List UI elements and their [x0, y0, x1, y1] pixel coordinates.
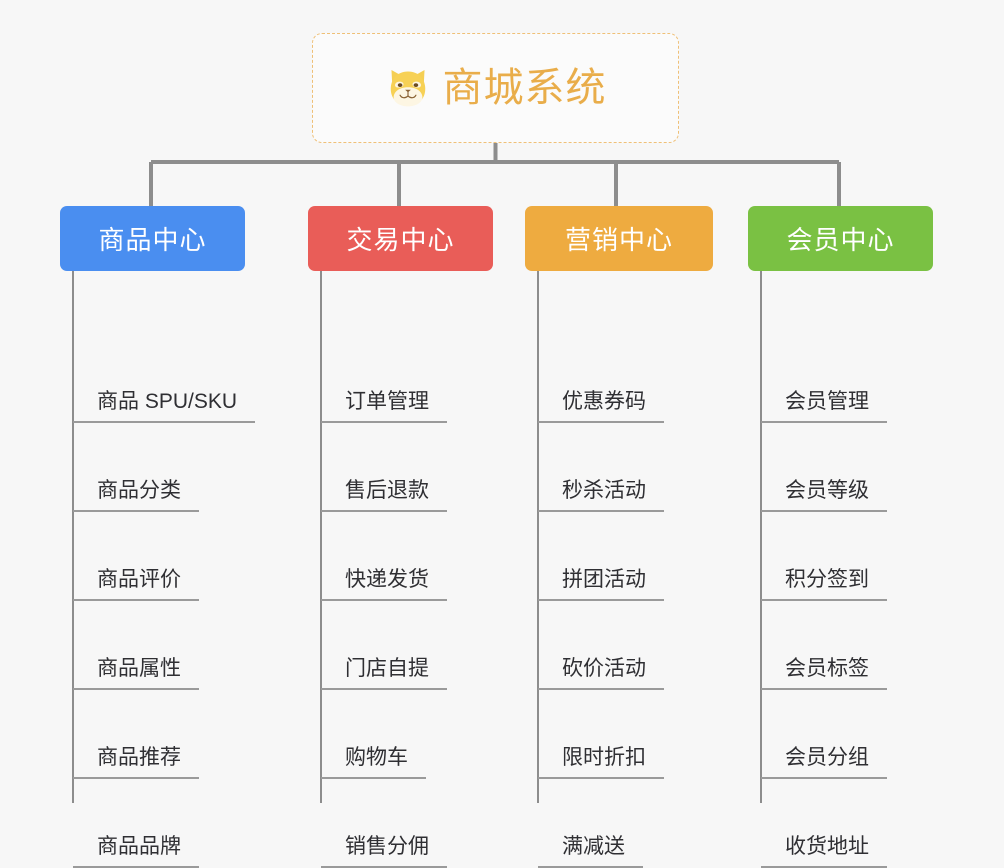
leaf-item-label: 秒杀活动	[538, 478, 664, 512]
category-column-4: 会员中心会员管理会员等级积分签到会员标签会员分组收货地址	[748, 206, 933, 868]
leaf-item-label: 商品评价	[73, 567, 199, 601]
category-node-3[interactable]: 营销中心	[525, 206, 713, 271]
leaf-item[interactable]: 订单管理	[321, 379, 447, 423]
leaf-item-label: 商品分类	[73, 478, 199, 512]
leaf-item[interactable]: 限时折扣	[538, 735, 664, 779]
leaf-item-label: 快递发货	[321, 567, 447, 601]
leaf-item-label: 满减送	[538, 834, 643, 868]
leaf-item-label: 商品 SPU/SKU	[73, 389, 256, 423]
leaf-item[interactable]: 商品推荐	[73, 735, 199, 779]
leaf-item-label: 会员管理	[761, 389, 887, 423]
leaf-item-label: 限时折扣	[538, 745, 664, 779]
leaf-item[interactable]: 拼团活动	[538, 557, 664, 601]
leaf-item[interactable]: 会员分组	[761, 735, 887, 779]
leaf-item-label: 收货地址	[761, 834, 887, 868]
leaf-item-label: 积分签到	[761, 567, 887, 601]
leaf-item[interactable]: 商品属性	[73, 646, 199, 690]
leaf-item[interactable]: 会员管理	[761, 379, 887, 423]
mindmap-canvas: 商城系统 商品中心商品 SPU/SKU 商品分类商品评价商品属性商品推荐商品品牌 交…	[60, 33, 933, 868]
shiba-dog-face-icon	[385, 65, 431, 111]
leaf-item-label: 售后退款	[321, 478, 447, 512]
leaf-item-label: 订单管理	[321, 389, 447, 423]
leaf-item-label: 会员标签	[761, 656, 887, 690]
leaf-item[interactable]: 收货地址	[761, 824, 887, 868]
leaf-item-label: 会员分组	[761, 745, 887, 779]
leaf-item[interactable]: 销售分佣	[321, 824, 447, 868]
leaf-item[interactable]: 砍价活动	[538, 646, 664, 690]
leaf-item-label: 拼团活动	[538, 567, 664, 601]
leaf-item-label: 门店自提	[321, 656, 447, 690]
leaf-item-label: 商品品牌	[73, 834, 199, 868]
leaf-item[interactable]: 商品 SPU/SKU	[73, 379, 256, 423]
leaf-item[interactable]: 门店自提	[321, 646, 447, 690]
category-column-3: 营销中心优惠券码秒杀活动拼团活动砍价活动限时折扣满减送	[525, 206, 713, 868]
leaf-item[interactable]: 满减送	[538, 824, 643, 868]
leaf-item[interactable]: 购物车	[321, 735, 426, 779]
leaf-item[interactable]: 优惠券码	[538, 379, 664, 423]
leaf-item[interactable]: 会员标签	[761, 646, 887, 690]
leaf-item[interactable]: 商品分类	[73, 468, 199, 512]
leaf-item-label: 会员等级	[761, 478, 887, 512]
leaf-item-label: 购物车	[321, 745, 426, 779]
root-node[interactable]: 商城系统	[312, 33, 679, 143]
category-node-2[interactable]: 交易中心	[308, 206, 493, 271]
leaf-item[interactable]: 积分签到	[761, 557, 887, 601]
leaf-item[interactable]: 商品品牌	[73, 824, 199, 868]
category-column-1: 商品中心商品 SPU/SKU 商品分类商品评价商品属性商品推荐商品品牌	[60, 206, 256, 868]
leaf-item[interactable]: 会员等级	[761, 468, 887, 512]
leaf-item[interactable]: 秒杀活动	[538, 468, 664, 512]
category-node-4[interactable]: 会员中心	[748, 206, 933, 271]
leaf-item-label: 商品推荐	[73, 745, 199, 779]
leaf-item[interactable]: 快递发货	[321, 557, 447, 601]
category-column-2: 交易中心订单管理售后退款快递发货门店自提购物车销售分佣	[308, 206, 493, 868]
root-title: 商城系统	[442, 66, 607, 110]
leaf-item[interactable]: 商品评价	[73, 557, 199, 601]
leaf-item-label: 销售分佣	[321, 834, 447, 868]
leaf-item-label: 商品属性	[73, 656, 199, 690]
leaf-item-label: 砍价活动	[538, 656, 664, 690]
leaf-item-label: 优惠券码	[538, 389, 664, 423]
leaf-item[interactable]: 售后退款	[321, 468, 447, 512]
category-node-1[interactable]: 商品中心	[60, 206, 245, 271]
